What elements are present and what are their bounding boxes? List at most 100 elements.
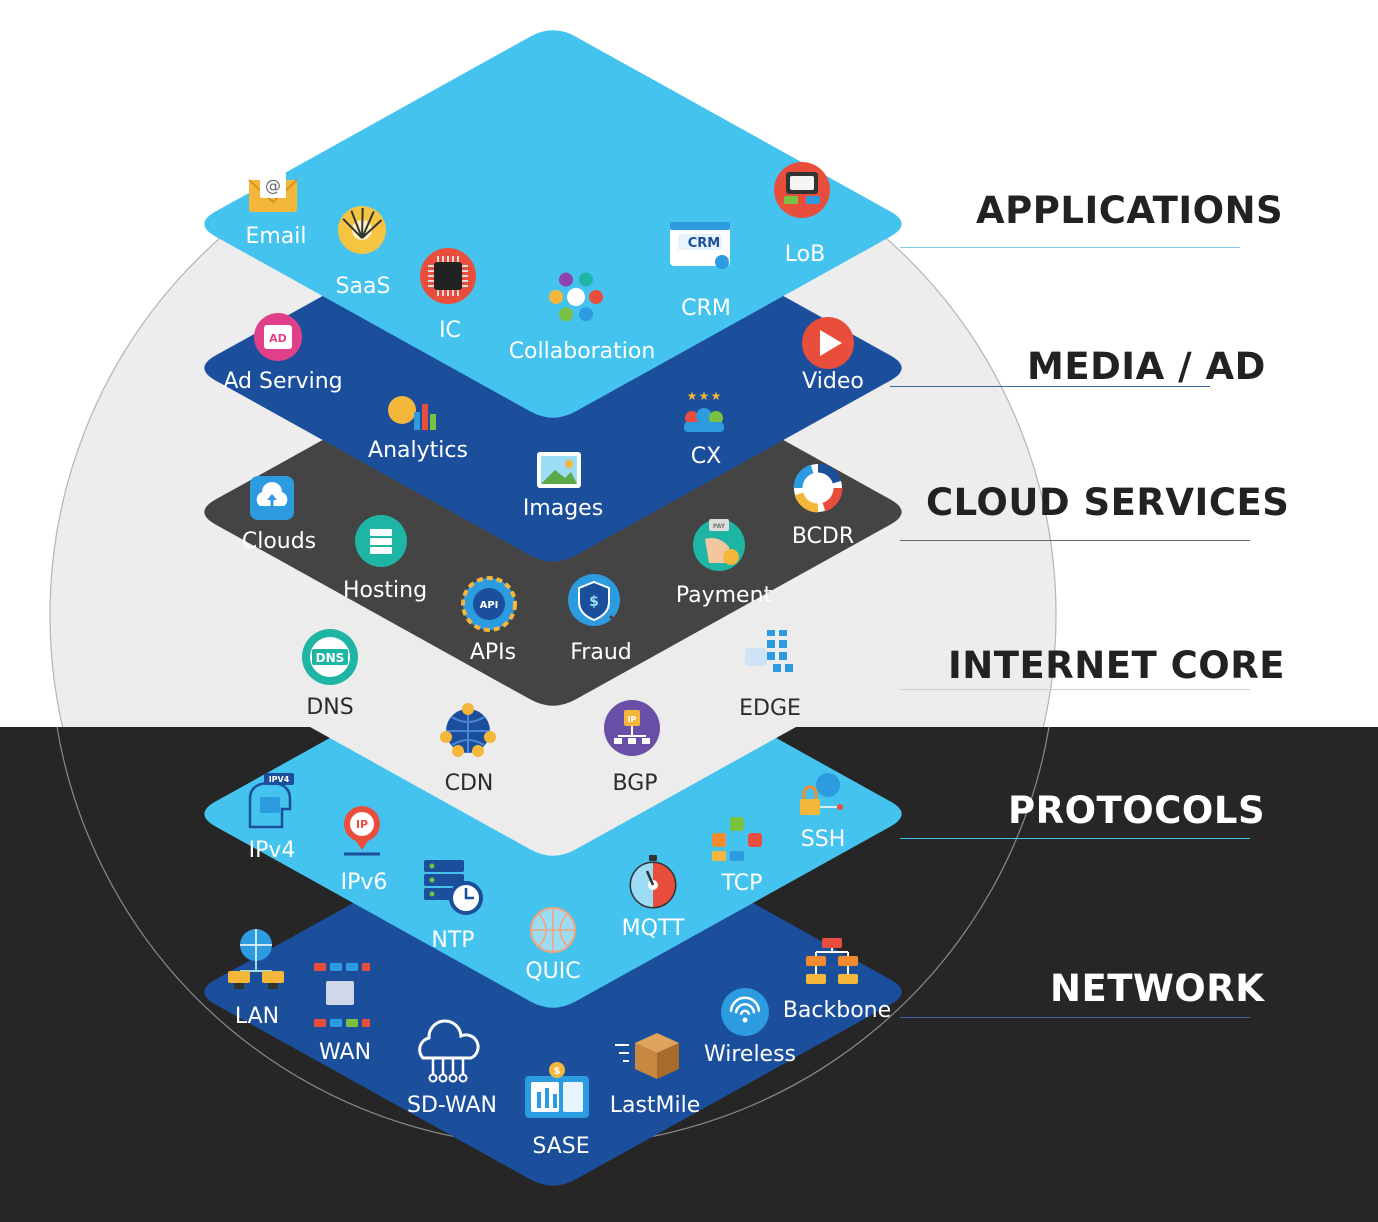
layer-item-label: DNS bbox=[306, 695, 354, 720]
layer-connector-line bbox=[900, 1017, 1250, 1018]
layer-item-label: Video bbox=[802, 369, 864, 394]
layer-diamond bbox=[204, 30, 902, 418]
layer-item-label: APIs bbox=[469, 640, 517, 665]
analytics-icon bbox=[388, 396, 436, 430]
layer-item-label: Ad Serving bbox=[223, 369, 343, 394]
layer-item-label: Images bbox=[522, 496, 604, 521]
svg-text:$: $ bbox=[554, 1066, 561, 1077]
layer-item-label: CDN bbox=[444, 771, 494, 796]
layer-title: INTERNET CORE bbox=[948, 644, 1285, 687]
svg-text:@: @ bbox=[265, 176, 281, 195]
layer-title: MEDIA / AD bbox=[1027, 345, 1266, 388]
cloud-upload-icon bbox=[250, 476, 294, 520]
tcp-icon bbox=[712, 817, 762, 861]
mqtt-icon bbox=[629, 855, 677, 909]
bcdr-icon bbox=[793, 463, 843, 513]
saas-icon bbox=[338, 206, 386, 254]
svg-text:IP: IP bbox=[356, 818, 368, 831]
layer-title: NETWORK bbox=[1050, 967, 1265, 1010]
wireless-icon bbox=[721, 988, 769, 1036]
ssh-icon bbox=[800, 773, 843, 815]
layer-title: CLOUD SERVICES bbox=[926, 481, 1290, 524]
layer-item-label: Fraud bbox=[570, 640, 632, 665]
layer-item-label: BCDR bbox=[791, 524, 855, 549]
layer-item-label: SaaS bbox=[335, 274, 391, 299]
svg-text:$: $ bbox=[589, 594, 599, 610]
lastmile-icon bbox=[615, 1033, 679, 1079]
quic-icon bbox=[530, 907, 576, 953]
layer-item-label: EDGE bbox=[739, 696, 801, 721]
crm-icon: CRM bbox=[670, 222, 730, 269]
svg-text:IP: IP bbox=[628, 715, 637, 724]
sase-icon: $ bbox=[525, 1062, 589, 1118]
svg-text:AD: AD bbox=[269, 332, 287, 345]
ad-serving-icon: AD bbox=[254, 313, 302, 361]
ipv6-icon: IP bbox=[344, 806, 380, 856]
dns-icon: DNS bbox=[302, 629, 358, 685]
layer-item-label: TCP bbox=[721, 871, 763, 896]
ipv4-icon: IPV4 bbox=[248, 773, 294, 829]
svg-text:★: ★ bbox=[687, 389, 698, 403]
layer-item-label: Wireless bbox=[703, 1042, 797, 1067]
layer-item-label: Analytics bbox=[368, 438, 468, 463]
layer-item-label: Backbone bbox=[782, 998, 892, 1023]
edge-icon bbox=[745, 630, 793, 672]
layer-item-label: SD-WAN bbox=[406, 1093, 498, 1118]
layer-applications bbox=[204, 30, 902, 418]
layer-item-label: Clouds bbox=[241, 529, 317, 554]
layer-connector-line bbox=[900, 247, 1240, 248]
svg-text:★: ★ bbox=[711, 389, 722, 403]
layer-item-label: IPv6 bbox=[340, 870, 388, 895]
chip-icon bbox=[420, 248, 476, 304]
layer-item-label: WAN bbox=[318, 1040, 372, 1065]
layer-item-label: Email bbox=[245, 224, 307, 249]
backbone-icon bbox=[806, 938, 858, 984]
layer-item-label: SSH bbox=[800, 827, 846, 852]
layer-item-label: Hosting bbox=[342, 578, 428, 603]
layer-item-label: BGP bbox=[612, 771, 658, 796]
layer-item-label: NTP bbox=[431, 928, 475, 953]
lob-icon bbox=[774, 162, 830, 218]
cdn-icon bbox=[440, 703, 496, 757]
bgp-icon: IP bbox=[604, 700, 660, 756]
wan-icon bbox=[314, 963, 370, 1027]
payment-icon: PAY bbox=[693, 519, 745, 571]
lan-icon bbox=[228, 929, 284, 989]
ntp-icon bbox=[424, 860, 483, 915]
images-icon bbox=[537, 452, 581, 488]
svg-text:API: API bbox=[480, 600, 499, 611]
email-icon: @ bbox=[248, 172, 298, 212]
layer-item-label: LAN bbox=[234, 1004, 280, 1029]
collaboration-icon bbox=[549, 272, 603, 322]
sd-wan-icon bbox=[418, 1019, 480, 1083]
layer-item-label: IPv4 bbox=[248, 838, 296, 863]
layer-item-label: LoB bbox=[784, 242, 826, 267]
layer-connector-line bbox=[900, 689, 1250, 690]
video-icon bbox=[802, 317, 854, 369]
layer-item-label: MQTT bbox=[621, 916, 685, 941]
layer-title: PROTOCOLS bbox=[1008, 789, 1266, 832]
svg-text:PAY: PAY bbox=[713, 523, 726, 530]
layer-item-label: CX bbox=[690, 444, 722, 469]
svg-text:IPV4: IPV4 bbox=[269, 775, 290, 784]
layer-title: APPLICATIONS bbox=[976, 189, 1284, 232]
svg-text:DNS: DNS bbox=[316, 651, 345, 665]
layer-item-label: QUIC bbox=[525, 959, 581, 984]
layer-item-label: Payment bbox=[675, 583, 773, 608]
layer-connector-line bbox=[900, 540, 1250, 541]
cx-icon: ★★★ bbox=[684, 389, 724, 432]
layer-connector-line bbox=[890, 386, 1210, 387]
hosting-icon bbox=[355, 515, 407, 567]
layer-item-label: CRM bbox=[681, 296, 731, 321]
fraud-shield-icon: $ bbox=[568, 574, 622, 628]
layer-item-label: Collaboration bbox=[508, 339, 656, 364]
svg-text:CRM: CRM bbox=[688, 236, 721, 251]
layer-connector-line bbox=[900, 838, 1250, 839]
svg-text:★: ★ bbox=[699, 389, 710, 403]
layer-item-label: SASE bbox=[532, 1134, 590, 1159]
api-icon: API bbox=[461, 576, 517, 632]
layer-item-label: LastMile bbox=[609, 1093, 701, 1118]
